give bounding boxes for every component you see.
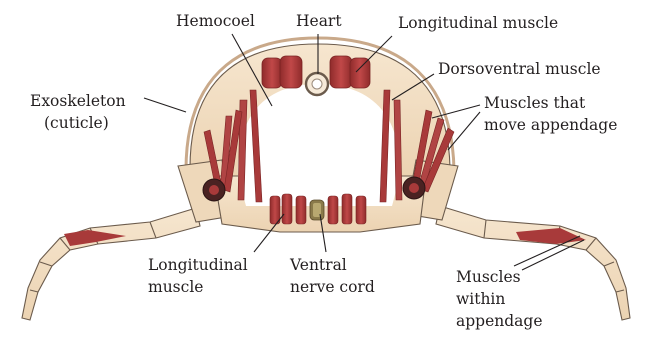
label-heart: Heart [296,12,342,30]
heart [306,73,328,95]
label-cuticle: (cuticle) [44,114,109,132]
label-appendage: appendage [456,312,543,330]
label-muscles-that: Muscles that [484,94,586,112]
label-longitudinal-ventral: Longitudinal [148,256,248,274]
label-longitudinal-muscle-dorsal: Longitudinal muscle [398,14,558,32]
label-dorsoventral-muscle: Dorsoventral muscle [438,60,601,78]
label-hemocoel: Hemocoel [176,12,255,30]
label-nerve-cord: nerve cord [290,278,375,296]
ventral-nerve-cord [310,200,324,220]
label-ventral: Ventral [289,256,347,274]
label-within: within [456,290,505,308]
label-muscles: Muscles [456,268,521,286]
label-exoskeleton: Exoskeleton [30,92,126,110]
label-muscle-ventral: muscle [148,278,203,296]
label-move-appendage: move appendage [484,116,617,134]
